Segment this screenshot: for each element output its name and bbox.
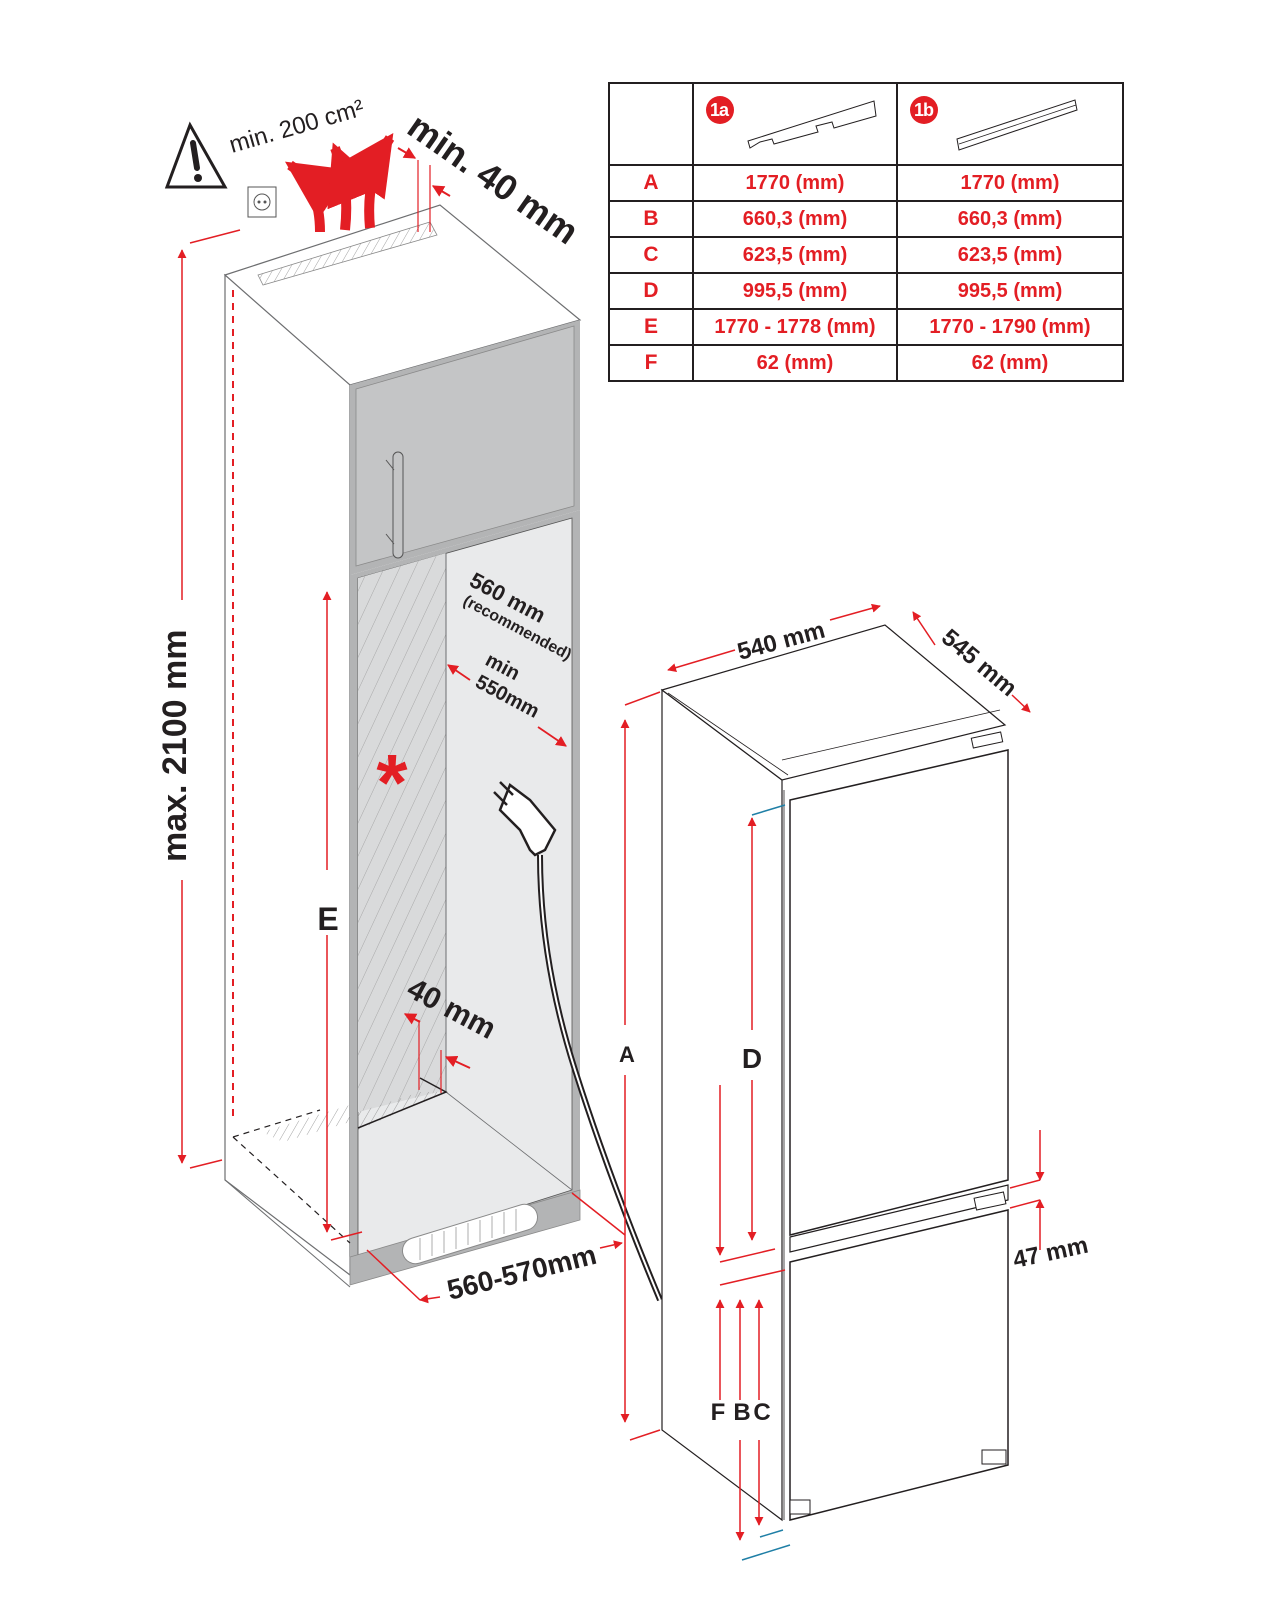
row-value-1b: 623,5 (mm) (896, 236, 1124, 274)
table-row: D 995,5 (mm) 995,5 (mm) (608, 272, 1124, 310)
plinth-vent-grille (419, 1209, 517, 1260)
row-key: A (608, 164, 694, 202)
niche-height-dimension: E (317, 591, 363, 1241)
table-row: E 1770 - 1778 (mm) 1770 - 1790 (mm) (608, 308, 1124, 346)
row-key: C (608, 236, 694, 274)
row-key: E (608, 308, 694, 346)
door-gap-dimension: 47 mm (1009, 1130, 1091, 1274)
wall-socket-icon (247, 186, 277, 218)
refrigerator (660, 624, 1009, 1522)
table-row: F 62 (mm) 62 (mm) (608, 344, 1124, 382)
row-value-1b: 1770 (mm) (896, 164, 1124, 202)
ventilation-area-label: min. 200 cm² (226, 95, 367, 159)
table-header-1b: 1b (896, 82, 1124, 166)
row-value-1b: 660,3 (mm) (896, 200, 1124, 238)
row-value-1a: 1770 (mm) (692, 164, 898, 202)
bracket-1a-badge: 1a (706, 96, 734, 124)
row-value-1b: 1770 - 1790 (mm) (896, 308, 1124, 346)
dimension-A: A (619, 719, 661, 1441)
mounting-bracket-1b-icon (956, 99, 1078, 151)
table-corner-cell (608, 82, 694, 166)
cabinet-height-label: max. 2100 mm (156, 630, 194, 863)
dimensions-FBC: F B C (711, 1299, 791, 1561)
dimension-A-key: A (619, 1042, 635, 1067)
power-plug-icon (493, 781, 663, 1302)
asterisk-marker: * (376, 738, 408, 827)
row-value-1b: 995,5 (mm) (896, 272, 1124, 310)
door-gap-label: 47 mm (1011, 1232, 1091, 1274)
mounting-bracket-1a-icon (747, 100, 877, 149)
dimension-table: 1a 1b A 1770 (mm) 1770 (mm) B 660,3 (mm)… (608, 82, 1124, 382)
row-value-1a: 660,3 (mm) (692, 200, 898, 238)
dimension-F-key: F (711, 1399, 726, 1426)
table-row: A 1770 (mm) 1770 (mm) (608, 164, 1124, 202)
row-value-1b: 62 (mm) (896, 344, 1124, 382)
kitchen-cabinet: * (223, 204, 582, 1288)
niche-height-key: E (317, 901, 338, 937)
row-value-1a: 1770 - 1778 (mm) (692, 308, 898, 346)
airflow-arrows (285, 133, 395, 233)
table-row: B 660,3 (mm) 660,3 (mm) (608, 200, 1124, 238)
table-header-row: 1a 1b (608, 82, 1124, 166)
cabinet-door-handle (385, 451, 404, 559)
row-key: B (608, 200, 694, 238)
bracket-1b-badge: 1b (910, 96, 938, 124)
row-value-1a: 623,5 (mm) (692, 236, 898, 274)
table-row: C 623,5 (mm) 623,5 (mm) (608, 236, 1124, 274)
dimension-D: D (715, 804, 786, 1286)
table-header-1a: 1a (692, 82, 898, 166)
row-value-1a: 995,5 (mm) (692, 272, 898, 310)
warning-triangle-icon (164, 121, 228, 189)
row-key: F (608, 344, 694, 382)
row-value-1a: 62 (mm) (692, 344, 898, 382)
dimension-D-key: D (742, 1043, 762, 1074)
cabinet-height-dimension: max. 2100 mm (156, 229, 241, 1169)
dimension-C-key: C (753, 1399, 770, 1426)
dimension-B-key: B (733, 1399, 750, 1426)
row-key: D (608, 272, 694, 310)
